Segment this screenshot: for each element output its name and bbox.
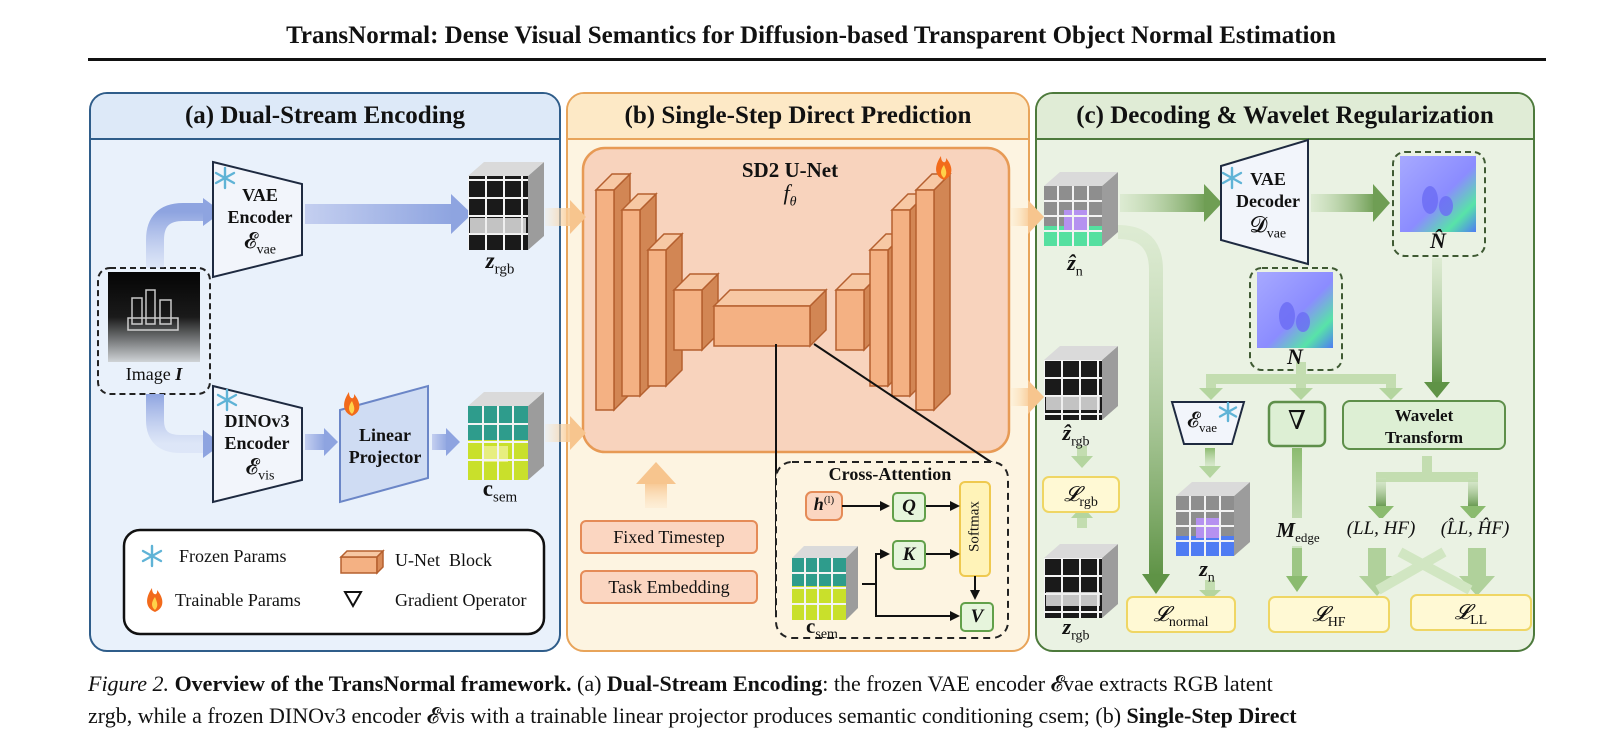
- arrow-image-to-vae: [146, 203, 205, 268]
- dino-encoder-symbol: 𝓔vis: [245, 454, 275, 484]
- csem-label-b: csem: [806, 614, 838, 643]
- vae-decoder-symbol: 𝓓vae: [1249, 212, 1287, 242]
- caption-line-2: zrgb, while a frozen DINOv3 encoder 𝓔vis…: [88, 703, 1297, 728]
- csem-label-a: csem: [482, 476, 518, 506]
- unet-block: [672, 272, 720, 352]
- medge-label: Medge: [1262, 518, 1334, 547]
- zhatn-cube: [1044, 172, 1118, 246]
- image-label: Image I: [125, 364, 183, 384]
- unet-block: [914, 172, 952, 412]
- evae-c-symbol: 𝓔vae: [1186, 408, 1218, 436]
- unet-symbol: fθ: [783, 180, 797, 210]
- dino-encoder-shape: [212, 384, 303, 504]
- zn-label: zn: [1199, 556, 1215, 586]
- zhatrgb-cube: [1044, 346, 1118, 420]
- zhatn-label: ẑn: [1067, 250, 1083, 280]
- v-box: V: [960, 602, 994, 632]
- nabla-label: ∇: [1287, 406, 1307, 435]
- zrgb-cube-a: [468, 162, 544, 250]
- loss-normal-box: 𝓛normal: [1126, 596, 1236, 633]
- csem-cube-b: [792, 546, 858, 620]
- vae-encoder-shape: [212, 160, 303, 279]
- arrow-image-to-dino: [146, 394, 205, 453]
- projector-shape: [339, 384, 429, 504]
- panel-a-title: (a) Dual-Stream Encoding: [91, 94, 559, 140]
- vae-decoder-shape: [1220, 138, 1309, 266]
- n-image: [1257, 272, 1333, 348]
- vae-encoder-symbol: 𝓔vae: [243, 228, 277, 258]
- n-label: N: [1287, 344, 1303, 369]
- nhat-label: N̂: [1430, 228, 1446, 253]
- llhf-hat-label: (L̂L, ĤF): [1430, 518, 1520, 540]
- legend-gradient: Gradient Operator: [395, 590, 527, 610]
- q-box: Q: [892, 492, 926, 522]
- legend-trainable: Trainable Params: [175, 590, 301, 610]
- legend-unet-block-icon: [340, 556, 378, 574]
- zrgb-label-c: zrgb: [1062, 614, 1090, 644]
- panel-b-title: (b) Single-Step Direct Prediction: [568, 94, 1028, 140]
- nhat-image: [1400, 156, 1476, 232]
- fixed-timestep-tag: Fixed Timestep: [580, 520, 758, 554]
- zn-cube: [1176, 482, 1250, 556]
- zhatrgb-label: ẑrgb: [1062, 420, 1090, 450]
- loss-rgb-box: 𝓛rgb: [1042, 476, 1120, 513]
- input-image: [108, 272, 200, 362]
- flame-icon: [147, 156, 952, 612]
- task-embedding-tag: Task Embedding: [580, 570, 758, 604]
- zrgb-cube-c: [1044, 544, 1118, 618]
- figure-caption: Figure 2. Overview of the TransNormal fr…: [88, 668, 1548, 732]
- nabla-icon: [343, 591, 363, 609]
- legend-unet-block: U-Net Block: [395, 550, 492, 570]
- llhf-label: (LL, HF): [1338, 518, 1424, 540]
- nabla-box: [1267, 400, 1327, 448]
- glass-objects: [127, 289, 179, 331]
- caption-line-1: Figure 2. Overview of the TransNormal fr…: [88, 671, 1273, 696]
- legend-box: [122, 528, 546, 636]
- unet-title: SD2 U-Net: [741, 158, 839, 182]
- panel-c-title: (c) Decoding & Wavelet Regularization: [1037, 94, 1533, 140]
- loss-ll-box: 𝓛LL: [1410, 594, 1532, 631]
- csem-cube-a: [468, 392, 544, 480]
- arrow-vae-to-zrgb: [451, 194, 472, 234]
- zrgb-label-a: zrgb: [485, 248, 515, 278]
- snowflake-icon: [141, 166, 1243, 568]
- unet-blocks: [594, 172, 952, 412]
- loss-hf-box: 𝓛HF: [1268, 596, 1390, 633]
- h-label: h(l): [813, 494, 835, 514]
- k-box: K: [892, 540, 926, 570]
- cross-attention-title: Cross-Attention: [828, 464, 952, 484]
- legend-frozen: Frozen Params: [179, 546, 287, 566]
- page-title: TransNormal: Dense Visual Semantics for …: [286, 22, 1336, 49]
- title-rule: [88, 58, 1546, 61]
- softmax-label: Softmax: [966, 501, 983, 552]
- unet-block: [712, 288, 828, 348]
